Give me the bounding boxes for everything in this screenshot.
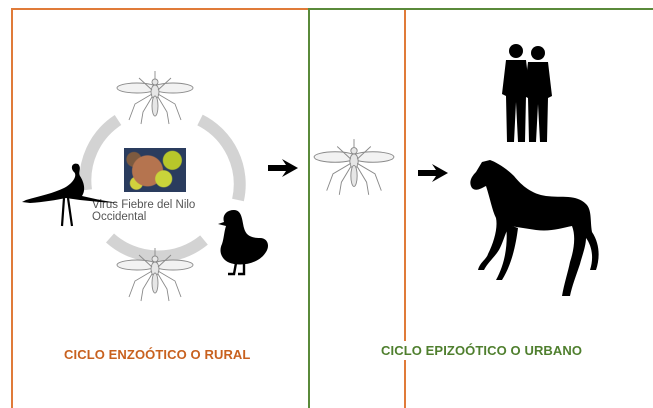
humans-icon bbox=[498, 42, 556, 146]
duck-icon bbox=[214, 208, 272, 276]
mosquito-icon bbox=[312, 138, 396, 196]
urban-cycle-title: CICLO EPIZOÓTICO O URBANO bbox=[375, 341, 588, 360]
mosquito-icon bbox=[115, 70, 195, 125]
arrow-right-icon bbox=[268, 157, 300, 179]
rural-cycle-title: CICLO ENZOÓTICO O RURAL bbox=[58, 345, 256, 364]
arrow-right-icon bbox=[418, 162, 450, 184]
heron-icon bbox=[20, 160, 120, 230]
mosquito-icon bbox=[115, 247, 195, 302]
horse-icon bbox=[466, 158, 606, 300]
virus-micrograph bbox=[124, 148, 186, 192]
